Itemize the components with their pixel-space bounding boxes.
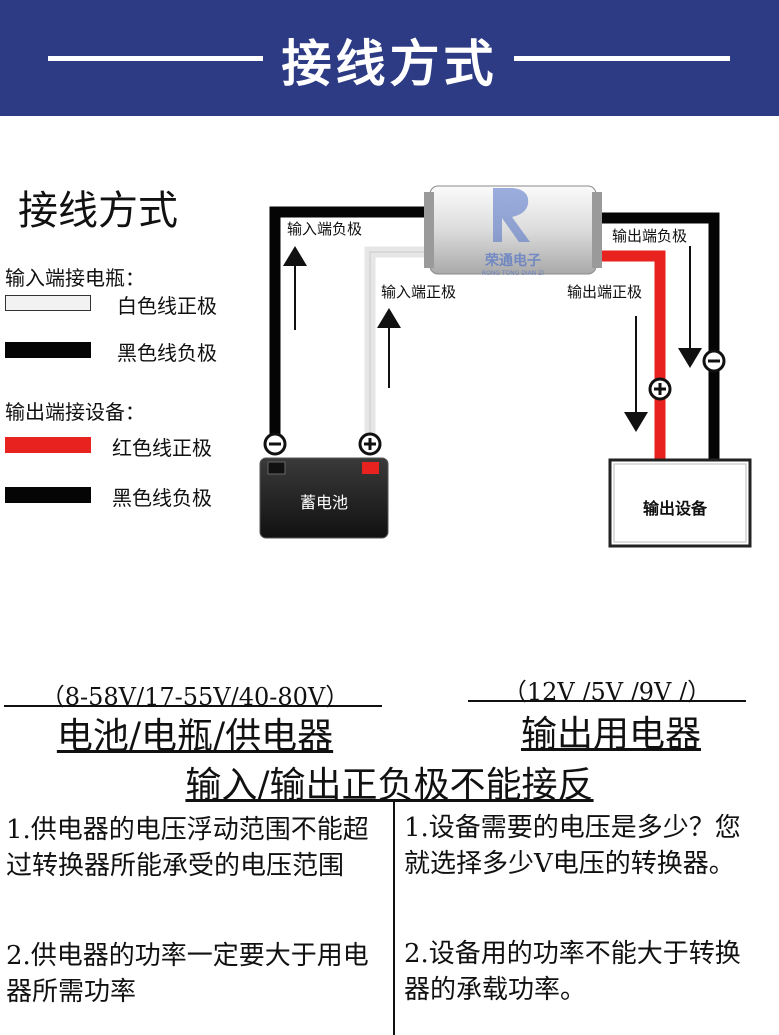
battery-label: 蓄电池 <box>300 493 348 512</box>
brand-logo-icon <box>493 188 530 242</box>
banner-left-rule <box>48 56 263 61</box>
left-note-2: 2.供电器的功率一定要大于用电器所需功率 <box>6 941 369 1007</box>
battery-icon: 蓄电池 <box>259 457 389 539</box>
legend-black-swatch-input <box>5 342 91 358</box>
output-device-label: 输出用电器 <box>520 714 701 755</box>
device-label: 输出设备 <box>643 499 708 518</box>
legend-red-swatch <box>5 437 91 453</box>
polarity-warning: 输入/输出正负极不能接反 <box>185 765 594 806</box>
output-minus-icon <box>702 349 726 373</box>
brand-name: 荣通电子 <box>484 252 541 269</box>
output-negative-label: 输出端负极 <box>612 227 687 245</box>
header-banner: 接线方式 <box>0 0 779 116</box>
left-note-1: 1.供电器的电压浮动范围不能超过转换器所能承受的电压范围 <box>6 815 369 881</box>
banner-right-rule <box>514 56 730 61</box>
section-title: 接线方式 <box>18 188 178 234</box>
banner-title: 接线方式 <box>281 35 498 93</box>
input-plus-icon <box>358 432 382 456</box>
input-positive-wire <box>364 246 430 438</box>
legend-white-swatch <box>5 295 91 311</box>
legend-black-label-output: 黑色线负极 <box>112 486 212 510</box>
right-note-1: 1.设备需要的电压是多少？您就选择多少V电压的转换器。 <box>404 813 741 879</box>
right-note-2: 2.设备用的功率不能大于转换器的承载功率。 <box>404 939 741 1005</box>
legend-input-heading: 输入端接电瓶： <box>5 266 145 290</box>
brand-pinyin: RONG TONG DIAN ZI <box>482 270 544 277</box>
legend-output-heading: 输出端接设备： <box>5 400 145 424</box>
input-negative-wire <box>269 206 430 438</box>
output-plus-icon <box>648 377 672 401</box>
wiring-diagram: 荣通电子 RONG TONG DIAN ZI 输入端负极 输入端正极 输出端负极… <box>259 185 752 548</box>
output-device-box: 输出设备 <box>608 458 752 548</box>
legend-black-swatch-output <box>5 487 91 503</box>
input-positive-wire-outline <box>369 251 430 438</box>
input-minus-icon <box>263 432 287 456</box>
legend-white-label: 白色线正极 <box>117 294 217 318</box>
output-range-rule <box>468 700 746 702</box>
legend-red-label: 红色线正极 <box>112 436 212 460</box>
input-range-rule <box>4 705 382 707</box>
input-positive-label: 输入端正极 <box>381 283 456 301</box>
converter-module: 荣通电子 RONG TONG DIAN ZI <box>424 185 602 277</box>
output-positive-label: 输出端正极 <box>567 283 642 301</box>
output-negative-wire <box>596 212 720 460</box>
input-negative-label: 输入端负极 <box>287 220 362 238</box>
input-source-label: 电池/电瓶/供电器 <box>56 716 334 757</box>
notes-divider <box>393 800 395 1035</box>
legend-black-label-input: 黑色线负极 <box>117 341 217 365</box>
